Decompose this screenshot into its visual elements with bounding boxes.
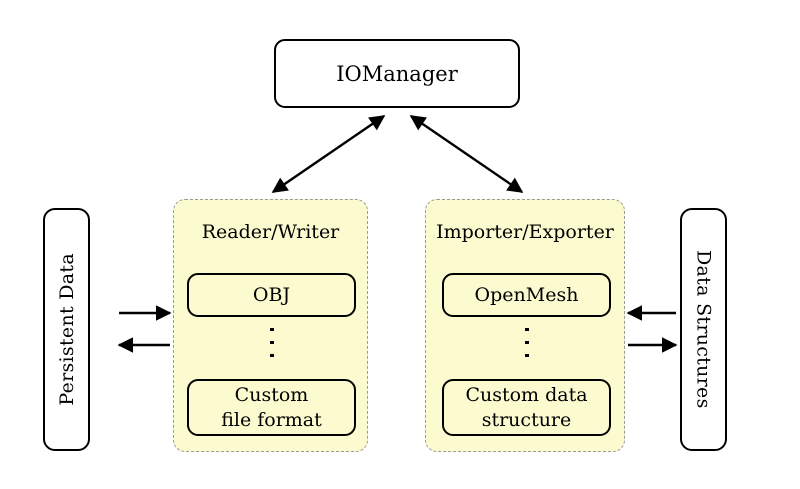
node-data-structures-label: Data Structures — [692, 250, 715, 409]
arrow-iomanager-readerwriter — [271, 115, 386, 193]
node-obj[interactable]: OBJ — [187, 273, 356, 317]
node-openmesh-label: OpenMesh — [474, 283, 579, 306]
panel-importer-exporter-title: Importer/Exporter — [436, 221, 614, 243]
node-data-structures[interactable]: Data Structures — [680, 208, 727, 451]
node-persistent-data[interactable]: Persistent Data — [43, 208, 90, 451]
panel-reader-writer-title: Reader/Writer — [201, 221, 340, 243]
ellipsis-reader-writer — [262, 328, 282, 357]
ellipsis-importer-exporter — [517, 328, 537, 357]
node-persistent-data-label: Persistent Data — [55, 253, 78, 406]
node-iomanager-label: IOManager — [336, 61, 458, 86]
node-iomanager[interactable]: IOManager — [274, 39, 520, 108]
node-openmesh[interactable]: OpenMesh — [442, 273, 611, 317]
node-obj-label: OBJ — [252, 283, 291, 306]
arrow-iomanager-importerexporter — [409, 115, 524, 193]
